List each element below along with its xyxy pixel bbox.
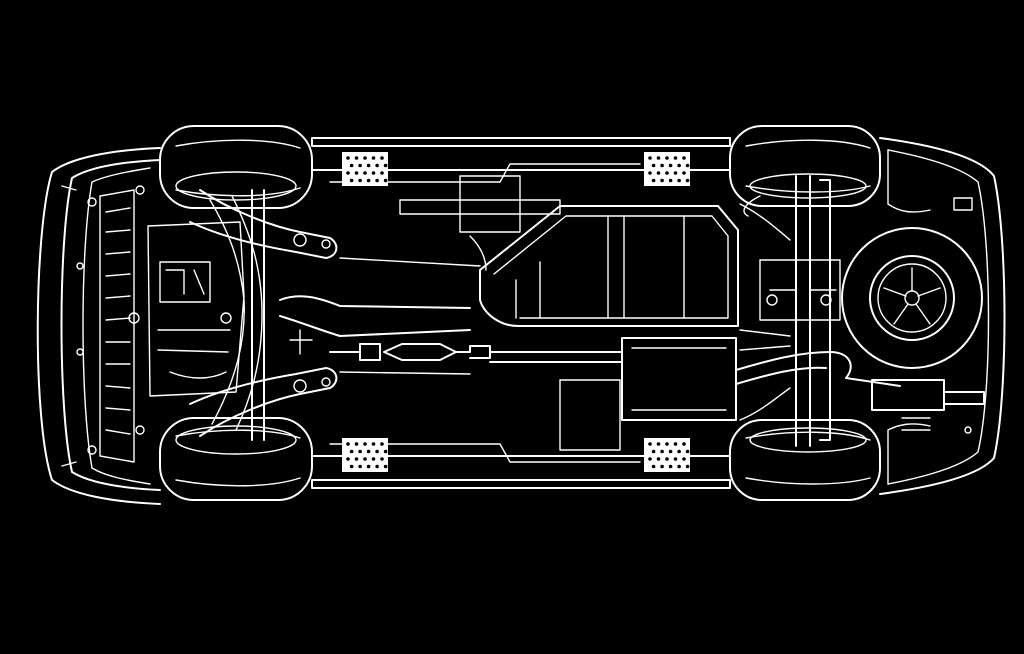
lift-point-dot <box>677 449 681 454</box>
lift-point-dot <box>656 442 661 446</box>
engine-oil-pan <box>128 221 245 397</box>
front-bumper <box>36 147 161 505</box>
lift-point-dot <box>366 449 371 454</box>
lift-point-dot <box>677 464 681 469</box>
lift-point-dot <box>371 156 376 160</box>
lift-point-dot <box>673 457 678 461</box>
lift-point-dot <box>354 171 359 175</box>
lift-point-dot <box>358 464 362 469</box>
exhaust-system <box>279 295 985 421</box>
lift-point-dot <box>668 178 673 183</box>
lift-point-dot <box>682 442 686 446</box>
lift-point-dot <box>685 163 690 168</box>
rear-axle <box>739 175 841 447</box>
lift-point-dot <box>668 464 673 469</box>
lift-point-dot <box>685 464 690 469</box>
lift-point-dot <box>346 156 350 160</box>
lift-point-dot <box>656 457 661 461</box>
lift-point-dot <box>665 156 669 160</box>
lift-point-dot <box>346 442 350 446</box>
lift-point-dot <box>673 156 678 160</box>
lift-point-dot <box>668 163 673 168</box>
lift-point-dot <box>660 178 664 183</box>
lift-point-dot <box>668 449 673 454</box>
lift-point-dot <box>648 442 652 446</box>
lift-point-dot <box>648 171 652 175</box>
lift-point-dot <box>366 163 371 168</box>
lift-point-dot <box>375 464 379 469</box>
body-sills <box>311 137 731 489</box>
lift-point-dot <box>380 156 384 160</box>
lift-point-dot <box>656 156 661 160</box>
lift-point-dot <box>380 171 384 175</box>
rear-right-wheel <box>729 419 881 501</box>
lift-point-dot <box>363 156 367 160</box>
lift-point-dot <box>358 163 362 168</box>
lift-point-dot <box>651 163 656 168</box>
lift-point-dot <box>685 178 690 183</box>
front-left-wheel <box>159 125 313 209</box>
lift-point-dot <box>371 457 376 461</box>
lift-point-dot <box>349 449 354 454</box>
lift-point-dot <box>380 457 384 461</box>
lift-point-dot <box>383 178 388 183</box>
lift-point-dot <box>665 442 669 446</box>
lift-point-dot <box>363 457 367 461</box>
lift-point-dot <box>383 163 388 168</box>
lift-point-dot <box>656 171 661 175</box>
lift-point-dot <box>682 171 686 175</box>
lift-point-dot <box>673 171 678 175</box>
lift-point-dot <box>358 449 362 454</box>
lift-point-dot <box>383 464 388 469</box>
lift-point-dot <box>685 449 690 454</box>
lift-point-dot <box>349 464 354 469</box>
rear-left-wheel <box>729 125 881 207</box>
lift-point-dot <box>349 163 354 168</box>
front-right-wheel <box>159 417 313 501</box>
lift-point-dot <box>648 156 652 160</box>
lift-point-dot <box>354 442 359 446</box>
lift-point-dot <box>371 171 376 175</box>
lift-point-dot <box>346 457 350 461</box>
lift-point-dot <box>346 171 350 175</box>
lift-point-dot <box>651 449 656 454</box>
spare-tire <box>841 227 983 369</box>
lift-point-dot <box>665 457 669 461</box>
lift-point-dot <box>682 156 686 160</box>
lift-point-dot <box>682 457 686 461</box>
lift-point-dots <box>346 156 690 469</box>
lift-point-dot <box>349 178 354 183</box>
lift-point-dot <box>354 457 359 461</box>
lift-point-dot <box>677 178 681 183</box>
lift-point-dot <box>380 442 384 446</box>
lift-point-dot <box>660 464 664 469</box>
lift-point-dot <box>375 178 379 183</box>
lift-point-dot <box>648 457 652 461</box>
front-suspension <box>189 189 338 441</box>
lift-point-dot <box>354 156 359 160</box>
lift-point-dot <box>358 178 362 183</box>
front-crossmember <box>76 185 145 463</box>
lift-point-dot <box>366 178 371 183</box>
lift-point-dot <box>651 464 656 469</box>
lift-point-dot <box>665 171 669 175</box>
center-tunnel <box>339 235 487 375</box>
lift-point-dot <box>651 178 656 183</box>
lift-point-dot <box>383 449 388 454</box>
rear-bumper <box>879 137 1006 495</box>
fuel-tank <box>479 205 739 327</box>
lift-point-dot <box>677 163 681 168</box>
lift-point-dot <box>660 163 664 168</box>
lift-point-dot <box>371 442 376 446</box>
lift-point-dot <box>366 464 371 469</box>
lift-point-dot <box>673 442 678 446</box>
lift-point-dot <box>375 163 379 168</box>
lift-point-dot <box>660 449 664 454</box>
lift-point-dot <box>363 171 367 175</box>
lift-point-dot <box>375 449 379 454</box>
lift-point-dot <box>363 442 367 446</box>
